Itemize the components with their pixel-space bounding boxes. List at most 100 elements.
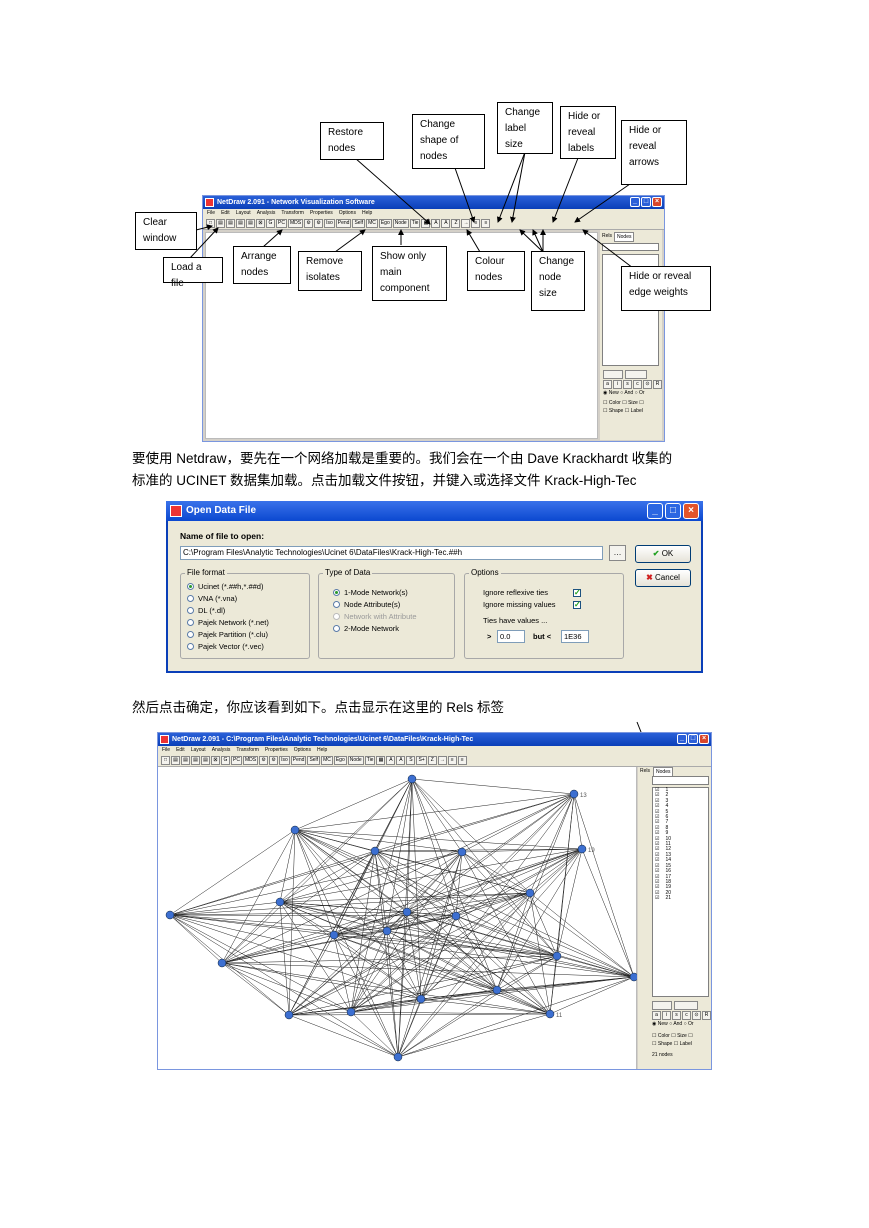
toolbar-button-10[interactable]: ⚙ [314,219,324,228]
toolbar-button-26[interactable]: ≡ [457,756,467,765]
node-checkbox[interactable]: ☑ [655,803,660,810]
maximize-button[interactable]: □ [688,734,698,744]
network-node[interactable] [370,846,380,856]
network-node[interactable] [290,825,300,835]
type-one-mode[interactable]: 1-Mode Network(s) [333,588,408,597]
node-checkbox[interactable]: ☑ [655,819,660,826]
toolbar-button-4[interactable]: ▤ [201,756,210,765]
toolbar-button-6[interactable]: G [266,219,275,228]
toolbar-button-19[interactable]: A [431,219,441,228]
node-checkbox[interactable]: ☑ [655,792,660,799]
menu-item-2[interactable]: Layout [190,747,206,753]
menu-item-1[interactable]: Edit [221,210,230,216]
menu-item-5[interactable]: Properties [309,210,333,216]
toolbar-button-14[interactable]: MC [321,756,333,765]
node-list-item[interactable]: ☑13 [653,851,708,858]
menu-item-4[interactable]: Transform [236,747,259,753]
toolbar-button-8[interactable]: MDS [242,756,259,765]
node-checkbox[interactable]: ☑ [655,862,660,869]
network-node[interactable] [545,1009,555,1019]
toolbar-button-6[interactable]: G [221,756,230,765]
node-list-item[interactable]: ☑21 [653,895,708,902]
node-checkbox[interactable]: ☑ [655,857,660,864]
network-node[interactable] [217,958,227,968]
minimize-button[interactable]: _ [677,734,687,744]
menu-item-6[interactable]: Options [338,210,356,216]
toolbar-button-9[interactable]: ⚙ [259,756,269,765]
node-checkbox[interactable]: ☑ [655,889,660,896]
ignore-missing-option[interactable]: Ignore missing values✓ [483,599,581,609]
network-node[interactable] [284,1010,294,1020]
node-checkbox[interactable]: ☑ [655,830,660,837]
node-list-item[interactable]: ☑19 [653,885,708,890]
network-node[interactable] [346,1007,356,1017]
type-two-mode[interactable]: 2-Mode Network [333,624,399,633]
format-dl[interactable]: DL (*.dl) [187,606,225,615]
node-list-item[interactable]: ☑2 [653,793,708,798]
node-checkbox[interactable]: ☑ [655,868,660,875]
node-list-item[interactable]: ☑18 [653,878,708,885]
node-list-item[interactable]: ☑20 [653,889,708,896]
node-list-item[interactable]: ☑12 [653,847,708,852]
node-checkbox[interactable]: ☑ [655,851,660,858]
toolbar-button-21[interactable]: S [406,756,416,765]
shape-label-checks[interactable]: ☐ Shape ☐ Label [603,408,643,414]
menu-item-2[interactable]: Layout [235,210,251,216]
menu-item-1[interactable]: Edit [176,747,185,753]
toolbar-button-16[interactable]: Node [347,756,364,765]
close-button[interactable]: × [699,734,709,744]
ignore-reflexive-option[interactable]: Ignore reflexive ties✓ [483,587,581,597]
node-checkbox[interactable]: ☑ [655,895,660,902]
toolbar-button-22[interactable]: S+ [416,756,427,765]
node-list-item[interactable]: ☑8 [653,825,708,831]
close-button[interactable]: × [683,503,699,519]
toolbar-button-1[interactable]: ▤ [216,219,225,228]
minimize-button[interactable]: _ [647,503,663,519]
node-list-item[interactable]: ☑17 [653,874,708,880]
network-node[interactable] [577,844,587,854]
network-node[interactable] [407,774,417,784]
toolbar-button-10[interactable]: ⚙ [269,756,279,765]
close-button[interactable]: × [652,197,662,207]
less-than-field[interactable]: 1E36 [561,630,589,643]
toolbar-button-7[interactable]: PC [231,756,242,765]
toolbar-button-20[interactable]: A [396,756,406,765]
network-node[interactable] [329,930,339,940]
node-list-item[interactable]: ☑11 [653,841,708,848]
toolbar-button-14[interactable]: MC [366,219,378,228]
menu-item-0[interactable]: File [207,210,216,216]
node-list-item[interactable]: ☑9 [653,831,708,836]
new-and-or-radio[interactable]: ◉ New ○ And ○ Or [652,1021,694,1027]
toolbar-button-2[interactable]: ▤ [226,219,235,228]
toolbar-button-7[interactable]: PC [276,219,287,228]
color-size-checks[interactable]: ☐ Color ☐ Size ☐ [652,1033,693,1039]
maximize-button[interactable]: □ [641,197,651,207]
toolbar-button-20[interactable]: A [441,219,451,228]
node-list-item[interactable]: ☑4 [653,804,708,809]
node-checkbox[interactable]: ☑ [655,878,660,885]
tab-rels[interactable]: Rels [602,233,613,239]
toolbar-button-8[interactable]: MDS [287,219,304,228]
network-node[interactable] [451,911,461,921]
toolbar-button-21[interactable]: Z [451,219,461,228]
node-list-item[interactable]: ☑10 [653,836,708,842]
ignore-missing-checkbox[interactable]: ✓ [573,599,581,609]
node-checkbox[interactable]: ☑ [655,841,660,848]
color-size-checks[interactable]: ☐ Color ☐ Size ☐ [603,400,644,406]
minimize-button[interactable]: _ [630,197,640,207]
node-list-item[interactable]: ☑16 [653,868,708,875]
toolbar-button-9[interactable]: ⚙ [304,219,314,228]
node-list-item[interactable]: ☑3 [653,798,708,804]
toolbar-button-2[interactable]: ▤ [181,756,190,765]
menu-item-3[interactable]: Analysis [211,747,231,753]
new-and-or-radio[interactable]: ◉ New ○ And ○ Or [603,390,645,396]
node-list-item[interactable]: ☑1 [653,787,708,793]
network-canvas[interactable]: 13191611 [158,767,647,1069]
network-node[interactable] [525,888,535,898]
format-ucinet[interactable]: Ucinet (*.##h,*.##d) [187,582,263,591]
node-checkbox[interactable]: ☑ [655,884,660,891]
menu-item-5[interactable]: Properties [264,747,288,753]
toolbar-button-24[interactable]: ≡ [481,219,491,228]
network-node[interactable] [416,994,426,1004]
tab-rels[interactable]: Rels [640,768,651,774]
